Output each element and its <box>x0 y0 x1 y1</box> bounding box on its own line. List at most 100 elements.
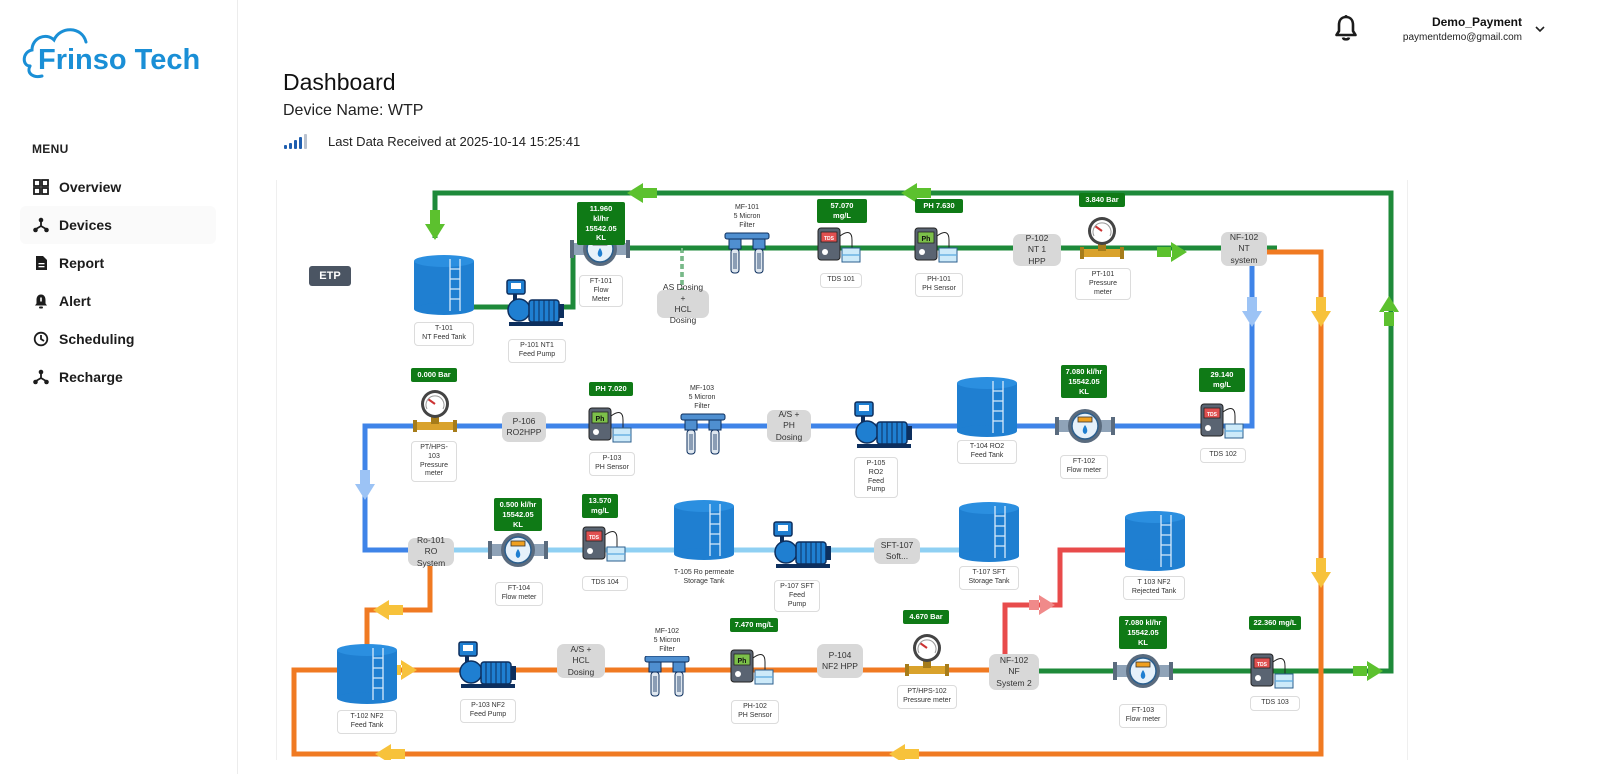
pill-sft107[interactable]: SFT-107 Soft... <box>874 538 920 564</box>
equipment-label-tds101: TDS 101 <box>820 273 862 288</box>
equipment-label-mf103: MF-103 5 Micron Filter <box>677 383 727 414</box>
reading-tds101: 57.070 mg/L <box>817 199 867 223</box>
pill-ro101[interactable]: Ro-101 RO System <box>408 535 454 568</box>
equipment-label-t104: T-104 RO2 Feed Tank <box>957 440 1017 464</box>
user-email: paymentdemo@gmail.com <box>1402 32 1522 43</box>
brand-name: Frinso Tech <box>38 44 200 76</box>
etp-badge[interactable]: ETP <box>309 266 351 286</box>
pill-nf102-system2[interactable]: NF-102 NF System 2 <box>989 654 1039 690</box>
ph-meter-icon[interactable] <box>914 227 958 263</box>
equipment-label-pt102: PT/HPS-102 Pressure meter <box>897 685 957 709</box>
tds-meter-icon[interactable] <box>817 227 861 263</box>
sidebar-item-scheduling[interactable]: Scheduling <box>20 320 216 358</box>
user-menu[interactable]: Demo_Payment paymentdemo@gmail.com <box>1403 15 1522 43</box>
equipment-label-t101: T-101 NT Feed Tank <box>414 322 474 346</box>
equipment-label-ph101: PH-101 PH Sensor <box>915 273 963 297</box>
sidebar-item-label: Report <box>59 255 105 271</box>
reading-ft103: 7.080 kl/hr 15542.05 KL <box>1119 616 1167 650</box>
flow-meter-icon[interactable] <box>1054 408 1116 444</box>
sidebar-item-label: Devices <box>59 217 112 233</box>
tank-icon[interactable] <box>413 254 475 316</box>
pressure-gauge-icon[interactable] <box>904 633 950 677</box>
equipment-label-ft102: FT-102 Flow meter <box>1060 455 1108 479</box>
equipment-label-p103nf2: P-103 NF2 Feed Pump <box>460 699 516 723</box>
signal-bar <box>299 137 302 149</box>
equipment-label-t103: T 103 NF2 Rejected Tank <box>1123 576 1185 600</box>
equipment-label-pt101: PT-101 Pressure meter <box>1075 268 1131 301</box>
reading-ph101: PH 7.630 <box>915 199 963 213</box>
bell-icon[interactable] <box>1332 14 1360 44</box>
tank-icon[interactable] <box>1124 510 1186 572</box>
menu-title: MENU <box>32 142 69 156</box>
reading-pt102: 4.670 Bar <box>903 610 949 624</box>
pump-icon[interactable] <box>506 279 565 327</box>
equipment-label-tds102: TDS 102 <box>1200 448 1246 463</box>
filter-icon[interactable] <box>644 655 690 697</box>
user-name: Demo_Payment <box>1431 15 1522 29</box>
pressure-gauge-icon[interactable] <box>1079 216 1125 260</box>
equipment-label-t102: T-102 NF2 Feed Tank <box>337 710 397 734</box>
pump-icon[interactable] <box>854 401 913 449</box>
equipment-label-ft101: FT-101 Flow Meter <box>579 275 623 308</box>
pill-nf102[interactable]: NF-102 NT system <box>1221 232 1267 266</box>
signal-bar <box>284 145 287 149</box>
sidebar-item-report[interactable]: Report <box>20 244 216 282</box>
equipment-label-mf102: MF-102 5 Micron Filter <box>642 626 692 657</box>
flow-meter-icon[interactable] <box>1112 653 1174 689</box>
pressure-gauge-icon[interactable] <box>412 389 458 433</box>
network-icon <box>32 368 50 386</box>
sidebar-item-label: Scheduling <box>59 331 135 347</box>
reading-tds104: 13.570 mg/L <box>582 494 618 518</box>
pill-p106[interactable]: P-106 RO2HPP <box>502 412 546 442</box>
page-title: Dashboard <box>283 69 396 95</box>
sidebar-item-label: Overview <box>59 179 122 195</box>
pill-p104[interactable]: P-104 NF2 HPP <box>817 644 863 678</box>
process-diagram: TDS Ph <box>276 180 1408 760</box>
clock-icon <box>32 330 50 348</box>
network-icon <box>32 216 50 234</box>
filter-icon[interactable] <box>724 232 770 274</box>
tds-meter-icon[interactable] <box>582 526 626 562</box>
pill-as-hcl-dosing-2[interactable]: A/S + HCL Dosing <box>557 644 605 678</box>
pump-icon[interactable] <box>458 641 517 689</box>
equipment-label-pt103: PT/HPS-103 Pressure meter <box>411 441 457 482</box>
equipment-label-p107: P-107 SFT Feed Pump <box>774 580 820 613</box>
pump-icon[interactable] <box>773 521 832 569</box>
tds-meter-icon[interactable] <box>1200 403 1244 439</box>
equipment-label-p103: P-103 PH Sensor <box>589 452 635 476</box>
signal-strength-icon <box>284 133 316 149</box>
equipment-label-ft103: FT-103 Flow meter <box>1119 704 1167 728</box>
sidebar-item-devices[interactable]: Devices <box>20 206 216 244</box>
tank-icon[interactable] <box>673 499 735 561</box>
sidebar-nav: Overview Devices Report Alert <box>20 168 216 396</box>
reading-tds102: 29.140 mg/L <box>1199 368 1245 392</box>
tank-icon[interactable] <box>958 501 1020 563</box>
equipment-label-ft104: FT-104 Flow meter <box>495 582 543 606</box>
reading-tds103: 22.360 mg/L <box>1249 616 1301 630</box>
pill-asph-dosing[interactable]: A/S + PH Dosing <box>767 409 811 442</box>
grid-icon <box>32 178 50 196</box>
reading-ft101: 11.960 kl/hr 15542.05 KL <box>577 202 625 245</box>
sidebar-item-recharge[interactable]: Recharge <box>20 358 216 396</box>
pill-as-hcl-dosing[interactable]: AS Dosing + HCL Dosing <box>657 282 709 325</box>
sidebar-item-overview[interactable]: Overview <box>20 168 216 206</box>
equipment-label-tds104: TDS 104 <box>582 576 628 591</box>
signal-bar <box>304 134 307 149</box>
blue-pipes <box>362 265 1255 553</box>
brand-logo[interactable]: Frinso Tech <box>20 18 220 88</box>
tank-icon[interactable] <box>956 376 1018 438</box>
sidebar: Frinso Tech MENU Overview Devices Repo <box>0 0 238 774</box>
signal-bar <box>289 143 292 149</box>
chevron-down-icon[interactable] <box>1533 22 1547 36</box>
flow-meter-icon[interactable] <box>487 532 549 568</box>
filter-icon[interactable] <box>680 413 726 455</box>
reading-ph102: 7.470 mg/L <box>730 618 778 632</box>
document-icon <box>32 254 50 272</box>
equipment-label-ph102: PH-102 PH Sensor <box>731 700 779 724</box>
pipe-network: TDS Ph <box>291 183 1399 760</box>
pill-p102[interactable]: P-102 NT 1 HPP <box>1013 233 1061 266</box>
sidebar-item-alert[interactable]: Alert <box>20 282 216 320</box>
ph-meter-icon[interactable] <box>730 649 774 685</box>
tank-icon[interactable] <box>336 643 398 705</box>
